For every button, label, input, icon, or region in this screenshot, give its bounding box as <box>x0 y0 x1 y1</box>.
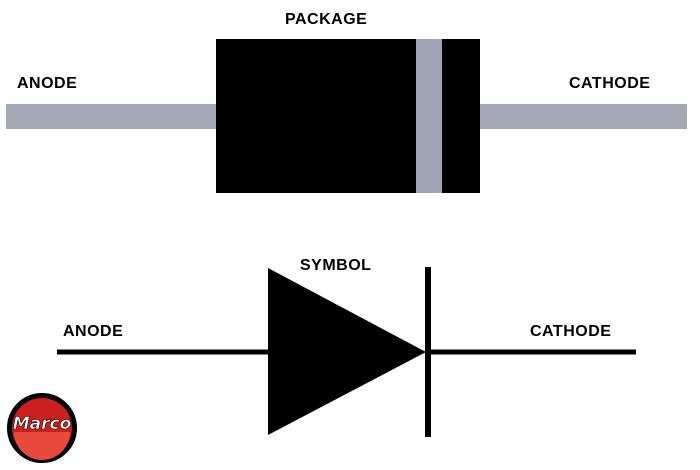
diode-symbol <box>57 267 636 437</box>
package-title: PACKAGE <box>285 11 368 28</box>
symbol-cathode-label: CATHODE <box>530 323 612 340</box>
symbol-triangle <box>268 268 426 435</box>
anode-lead <box>6 104 218 129</box>
cathode-lead <box>478 104 687 129</box>
package-cathode-label: CATHODE <box>569 75 651 92</box>
diode-package <box>6 39 687 193</box>
symbol-title: SYMBOL <box>300 257 372 274</box>
symbol-anode-label: ANODE <box>63 323 124 340</box>
package-anode-label: ANODE <box>17 75 78 92</box>
cathode-band <box>416 39 442 193</box>
marco-logo <box>7 393 77 463</box>
marco-logo-text: Marco <box>12 414 72 435</box>
